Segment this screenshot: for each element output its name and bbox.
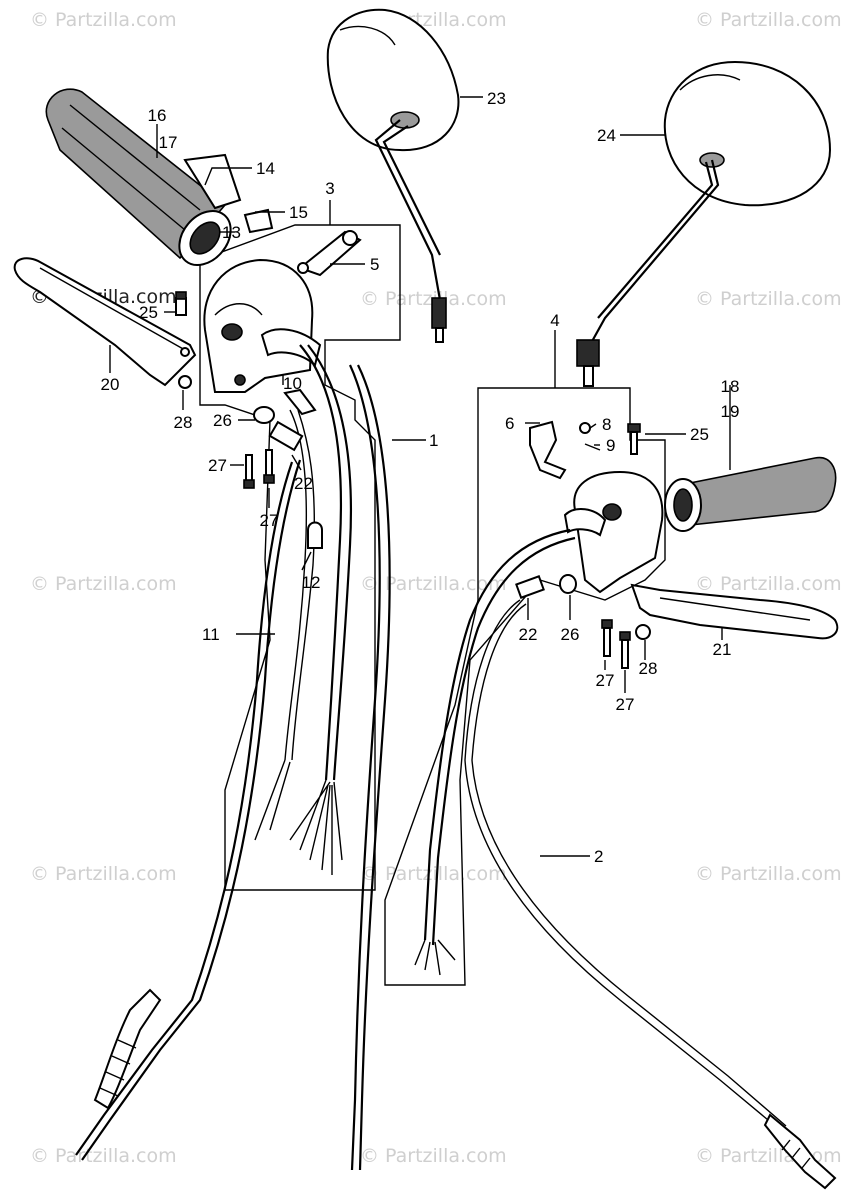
part-label-16: 16 — [148, 106, 167, 125]
part-label-23: 23 — [487, 89, 506, 108]
part-label-25-right: 25 — [690, 425, 709, 444]
left-lever — [13, 257, 197, 389]
left-switch-group-box — [199, 224, 401, 891]
part-label-22-right: 22 — [519, 625, 538, 644]
watermark: © Partzilla.com — [360, 573, 507, 595]
part-label-6: 6 — [505, 414, 514, 433]
left-switch-housing — [203, 258, 322, 393]
watermark: © Partzilla.com — [30, 1145, 177, 1167]
right-cables — [414, 528, 837, 1190]
part-label-27-left-b: 27 — [260, 511, 279, 530]
part-label-25-left: 25 — [139, 303, 158, 322]
watermark: © Partzilla.com — [695, 573, 842, 595]
watermark: © Partzilla.com — [30, 573, 177, 595]
part-label-8: 8 — [602, 415, 611, 434]
part-label-27-right-b: 27 — [616, 695, 635, 714]
part-label-27-left-a: 27 — [208, 456, 227, 475]
part-label-14: 14 — [256, 159, 275, 178]
part-label-26-left: 26 — [213, 411, 232, 430]
watermark: © Partzilla.com — [695, 863, 842, 885]
right-switch-housing — [563, 470, 664, 594]
left-cables — [75, 344, 391, 1171]
part-label-19: 19 — [721, 402, 740, 421]
part-label-18: 18 — [721, 377, 740, 396]
part-label-5: 5 — [370, 255, 379, 274]
right-small-parts — [515, 420, 651, 669]
watermark: © Partzilla.com — [30, 863, 177, 885]
part-label-1: 1 — [429, 431, 438, 450]
part-label-17: 17 — [159, 133, 178, 152]
part-label-9: 9 — [606, 436, 615, 455]
part-label-2: 2 — [594, 847, 603, 866]
part-labels: 16 17 14 3 15 13 5 23 24 25 20 28 26 10 … — [101, 89, 740, 866]
part-label-3: 3 — [325, 179, 334, 198]
part-label-4: 4 — [550, 311, 559, 330]
part-label-15: 15 — [289, 203, 308, 222]
right-mirror — [576, 60, 832, 387]
part-label-13: 13 — [222, 223, 241, 242]
watermark: © Partzilla.com — [360, 863, 507, 885]
left-hardware — [243, 388, 323, 549]
leader-lines — [109, 96, 731, 857]
right-lever — [630, 583, 839, 640]
watermark: © Partzilla.com — [30, 9, 177, 31]
part-label-27-right-a: 27 — [596, 671, 615, 690]
part-label-24: 24 — [597, 126, 616, 145]
part-label-21: 21 — [713, 640, 732, 659]
part-label-11: 11 — [202, 625, 220, 644]
watermark: © Partzilla.com — [695, 288, 842, 310]
part-label-12: 12 — [302, 573, 321, 592]
part-label-22-left: 22 — [294, 474, 313, 493]
part-label-10: 10 — [283, 374, 302, 393]
part-label-28-right: 28 — [639, 659, 658, 678]
part-label-20: 20 — [101, 375, 120, 394]
watermark: © Partzilla.com — [360, 1145, 507, 1167]
left-mirror — [326, 8, 460, 343]
right-grip — [664, 456, 837, 532]
part-label-28-left: 28 — [174, 413, 193, 432]
watermark: © Partzilla.com — [695, 9, 842, 31]
part-label-26-right: 26 — [561, 625, 580, 644]
left-grip — [45, 88, 232, 266]
